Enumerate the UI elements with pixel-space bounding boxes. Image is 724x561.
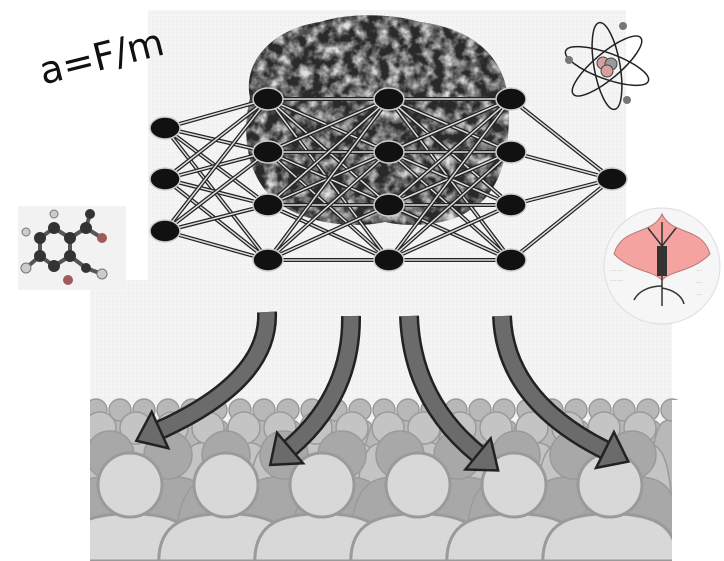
network-node [149,219,181,243]
influence-arrows [134,311,631,472]
network-node [252,248,284,272]
network-node [149,116,181,140]
person-figure [541,451,679,561]
network-node [373,193,405,217]
svg-text:····: ···· [696,280,703,286]
network-node [495,248,527,272]
svg-text:········: ········ [610,278,623,284]
network-node [373,87,405,111]
crowd-icon [0,398,724,561]
flower-diagram-icon: ················ ············ [603,207,721,325]
network-node [252,87,284,111]
atom-icon [564,21,650,111]
network-node [495,87,527,111]
arrow [492,315,631,470]
svg-text:····: ···· [696,268,703,274]
network-connections [163,97,614,262]
network-node [149,167,181,191]
arrow [134,311,278,451]
network-nodes [149,87,628,272]
svg-text:········: ········ [610,268,623,274]
arrow [399,315,500,472]
network-node [373,140,405,164]
network-node [373,248,405,272]
svg-text:····: ···· [696,292,703,298]
network-node [252,140,284,164]
network-node [495,193,527,217]
arrow [268,315,362,467]
person-figure [157,451,295,561]
molecule-icon [18,206,126,290]
network-node [495,140,527,164]
person-figure [61,451,199,561]
network-node [252,193,284,217]
network-node [596,167,628,191]
